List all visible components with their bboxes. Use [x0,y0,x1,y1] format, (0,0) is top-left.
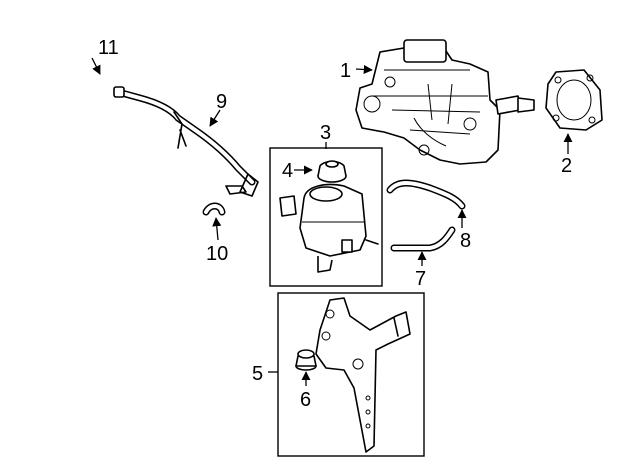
callout-10: 10 [206,243,228,265]
callout-6: 6 [300,389,311,411]
grommet-part-6[interactable] [295,349,317,371]
callout-3: 3 [320,122,331,144]
hose-part-7[interactable] [390,226,456,252]
callout-4: 4 [282,160,293,182]
tube-part-9[interactable] [113,86,259,197]
callout-11: 11 [98,37,119,59]
callout-8: 8 [460,230,471,252]
reservoir-cap-part-4[interactable] [317,160,347,183]
callout-7: 7 [415,268,426,290]
hose-part-10[interactable] [202,202,226,216]
hose-part-8[interactable] [386,179,466,210]
bracket-group-box [277,292,425,457]
callout-1: 1 [340,60,351,82]
leader-lines [91,57,573,386]
callout-5: 5 [252,363,263,385]
hose-part-11[interactable] [20,33,100,82]
reservoir-part-3[interactable] [279,183,379,273]
callout-2: 2 [561,155,572,177]
callout-9: 9 [216,91,227,113]
bracket-part-5[interactable] [315,297,411,453]
brake-booster-assembly-part-1[interactable] [355,39,535,165]
gasket-part-2[interactable] [545,69,603,131]
